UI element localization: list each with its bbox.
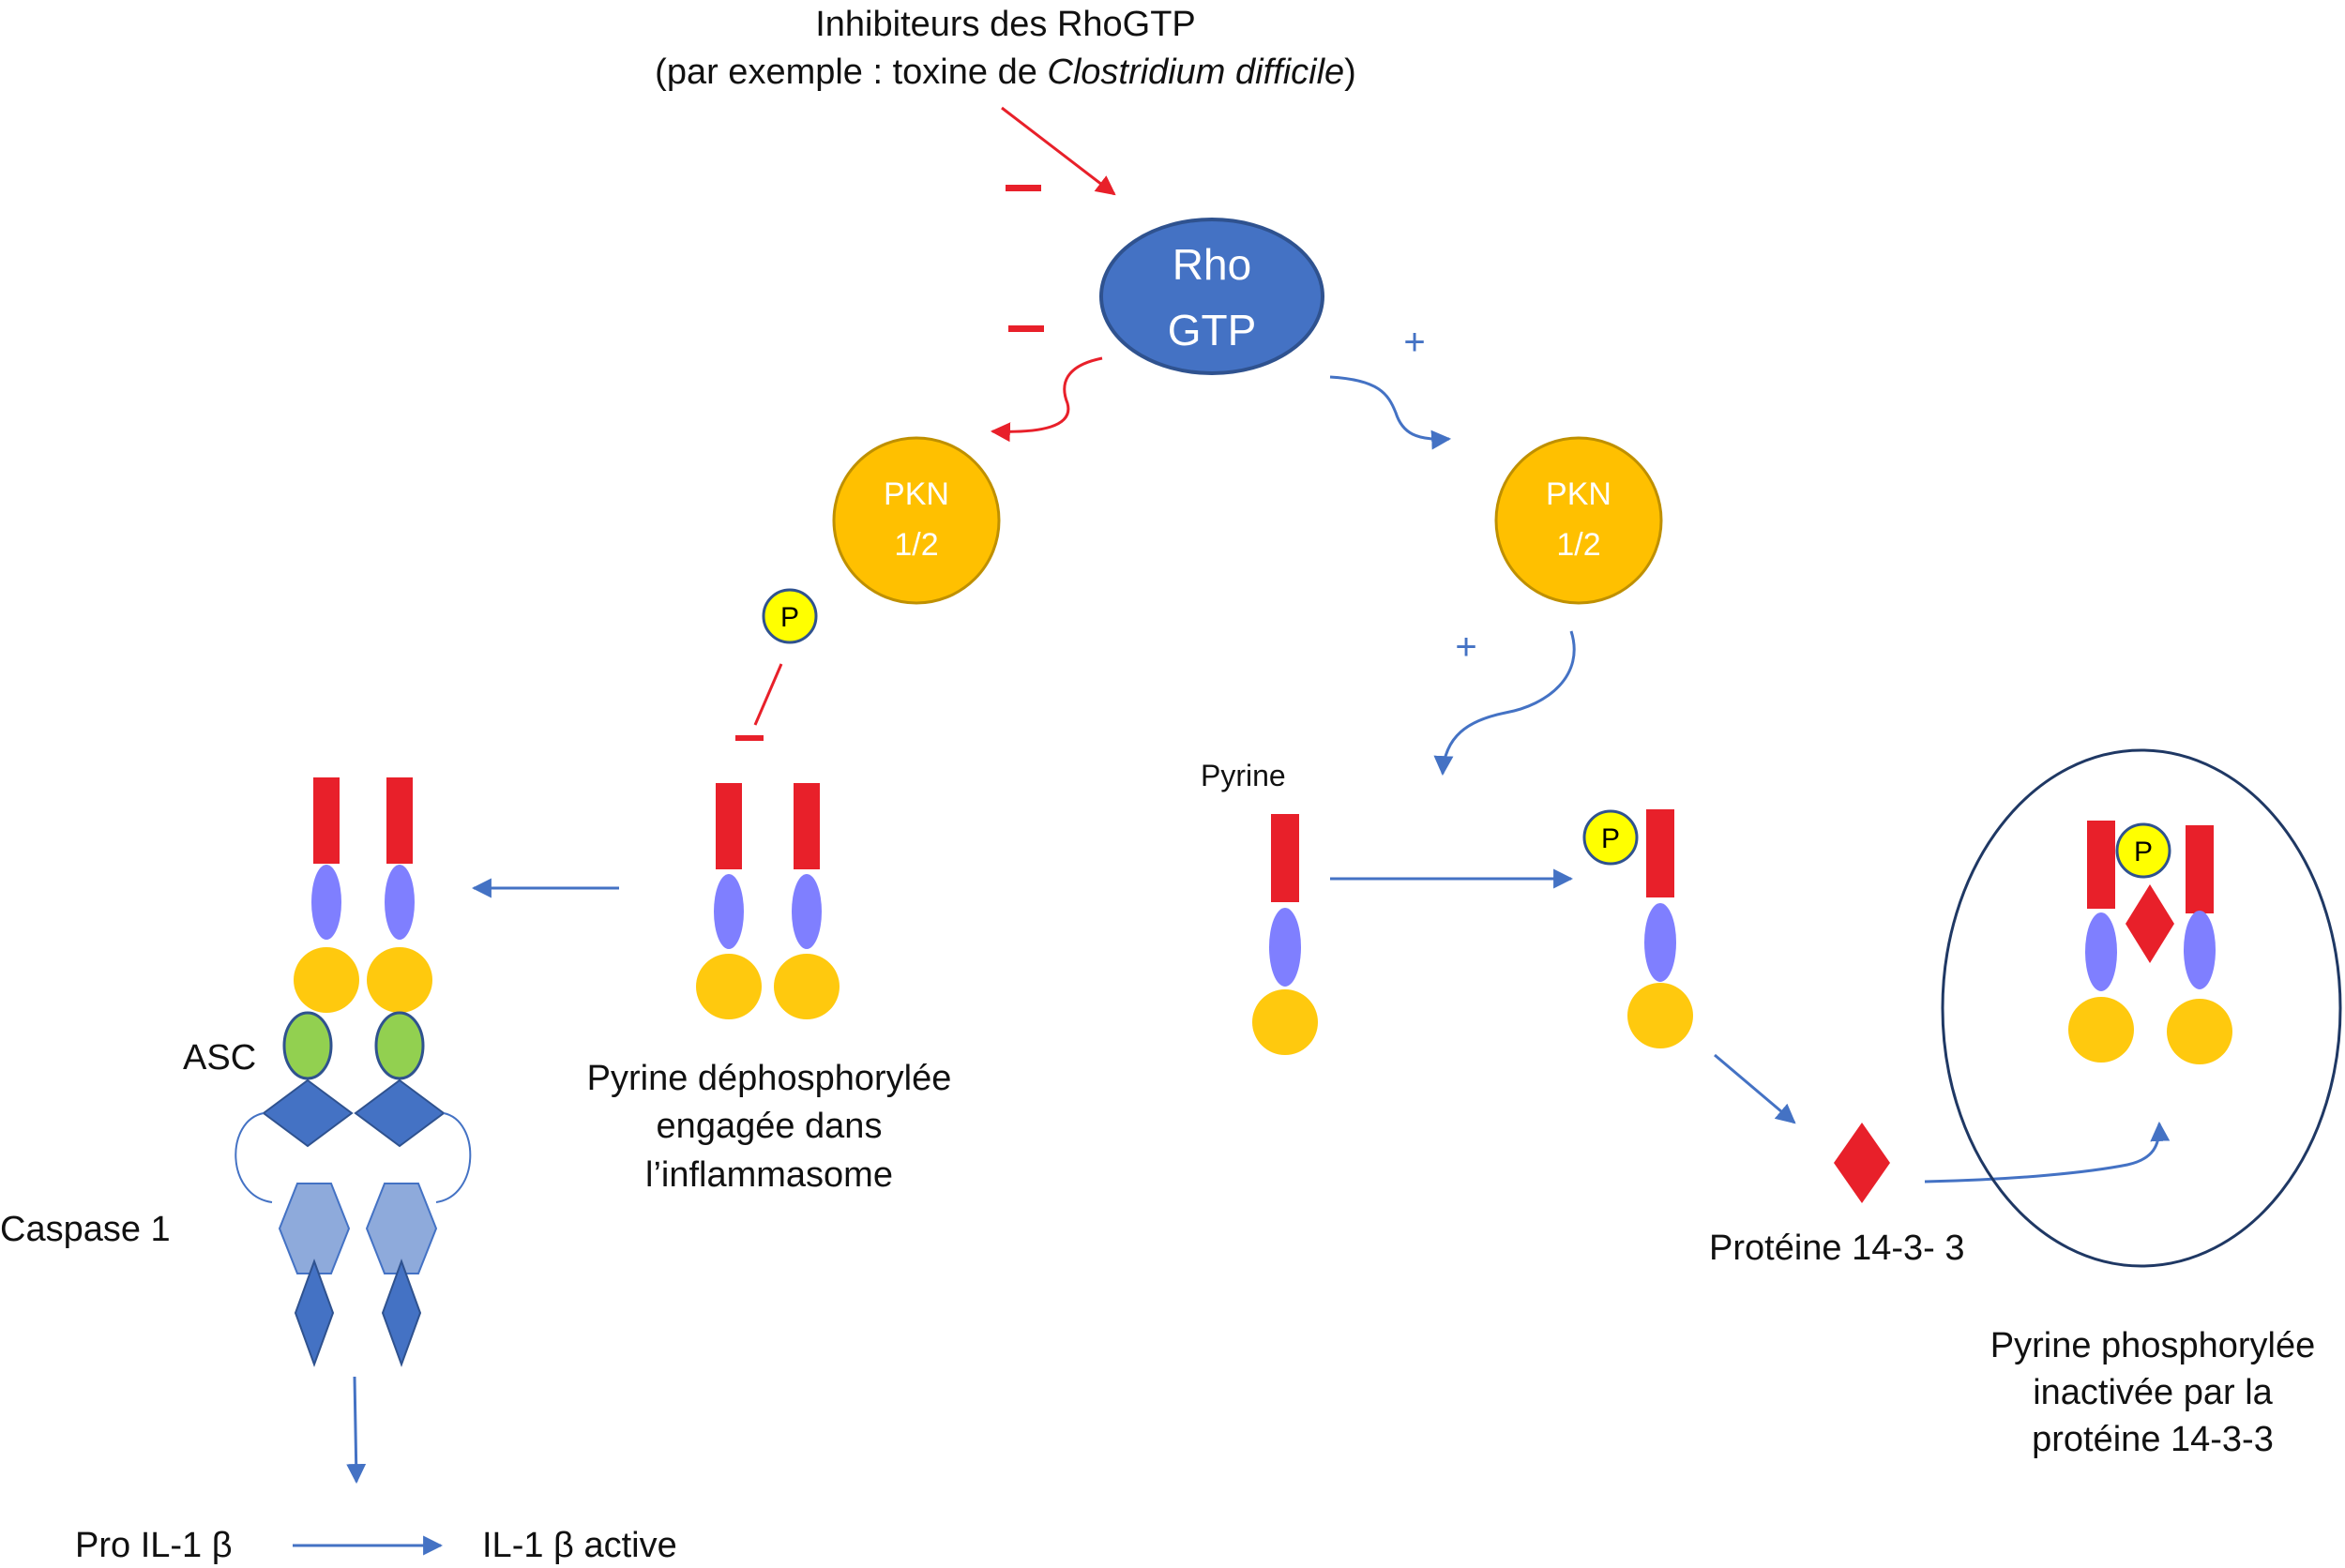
pkn-left-node: PKN 1/2 <box>832 436 1001 605</box>
caspase-cards <box>262 1078 446 1148</box>
minus-sign-rho <box>1008 325 1044 332</box>
to-complex-arrow <box>1924 1121 2171 1184</box>
plus-sign-pkn: + <box>1455 626 1476 668</box>
minus-sign-inhibitor <box>1006 185 1041 191</box>
pkn-left-label-line2: 1/2 <box>894 527 938 563</box>
inactive-complex-outline <box>1941 748 2342 1268</box>
phospho-caption: Pyrine phosphorylée inactivée par la pro… <box>1990 1326 2315 1459</box>
header-title: Inhibiteurs des RhoGTP <box>815 5 1196 44</box>
pkn-to-pyrine-arrow <box>1433 630 1576 776</box>
svg-text:P: P <box>2134 837 2153 867</box>
pkn-right-label-line1: PKN <box>1546 476 1611 512</box>
pyrin-dimer-dephospho <box>696 783 840 1019</box>
pkn-left-label-line1: PKN <box>884 476 949 512</box>
phospho-badge-left: P <box>762 588 818 644</box>
caspase-down-arrow <box>346 1376 367 1485</box>
plus-sign-rho: + <box>1403 322 1425 363</box>
pyrine-monomer <box>1252 814 1318 1055</box>
minus-sign-pyrin <box>735 735 764 741</box>
pyrine-phospho-monomer <box>1627 809 1693 1048</box>
caspase-loops <box>234 1112 472 1203</box>
rho-gtp-label-line2: GTP <box>1168 306 1257 354</box>
caspase-label: Caspase 1 <box>0 1210 171 1249</box>
header-subtitle: (par exemple : toxine de Clostridium dif… <box>655 53 1356 92</box>
pkn-right-node: PKN 1/2 <box>1494 436 1663 605</box>
svg-text:Pyrine déphosphorylée: Pyrine déphosphorylée <box>587 1059 952 1098</box>
rho-gtp-node: Rho GTP <box>1099 218 1324 375</box>
rho-gtp-label-line1: Rho <box>1172 240 1251 289</box>
protein-14-3-3-diamond <box>1834 1123 1890 1203</box>
rho-to-pkn-right-arrow <box>1329 375 1452 450</box>
asc-proteins <box>282 1011 425 1080</box>
dephospho-caption: Pyrine déphosphorylée engagée dans l’inf… <box>587 1059 952 1195</box>
phospho-badge-monomer: P <box>1582 809 1639 866</box>
protein-14-3-3-label: Protéine 14-3- 3 <box>1709 1229 1965 1268</box>
svg-text:protéine 14-3-3: protéine 14-3-3 <box>2032 1420 2274 1459</box>
inhibitor-arrow <box>1001 106 1116 196</box>
pyrin-14-3-3-complex <box>2068 821 2232 1064</box>
phospho-badge-complex: P <box>2115 822 2171 879</box>
asc-label: ASC <box>183 1038 256 1078</box>
svg-text:engagée dans: engagée dans <box>657 1107 883 1146</box>
svg-text:inactivée par la: inactivée par la <box>2033 1373 2273 1412</box>
svg-text:P: P <box>780 602 799 633</box>
svg-text:Pyrine phosphorylée: Pyrine phosphorylée <box>1990 1326 2315 1365</box>
svg-text:l’inflammasome: l’inflammasome <box>645 1155 893 1195</box>
rho-to-pkn-left-arrow <box>990 356 1103 443</box>
caspase1-domains <box>278 1183 438 1367</box>
to-14-3-3-arrow <box>1714 1053 1796 1124</box>
pyrine-label: Pyrine <box>1201 759 1286 792</box>
pro-il1b-label: Pro IL-1 β <box>75 1526 233 1565</box>
inhibit-line-left <box>753 663 783 726</box>
svg-text:P: P <box>1601 823 1620 854</box>
pkn-right-label-line2: 1/2 <box>1556 527 1600 563</box>
il1b-active-label: IL-1 β active <box>482 1526 677 1565</box>
inflammasome-pyrin-dimer <box>294 777 432 1013</box>
